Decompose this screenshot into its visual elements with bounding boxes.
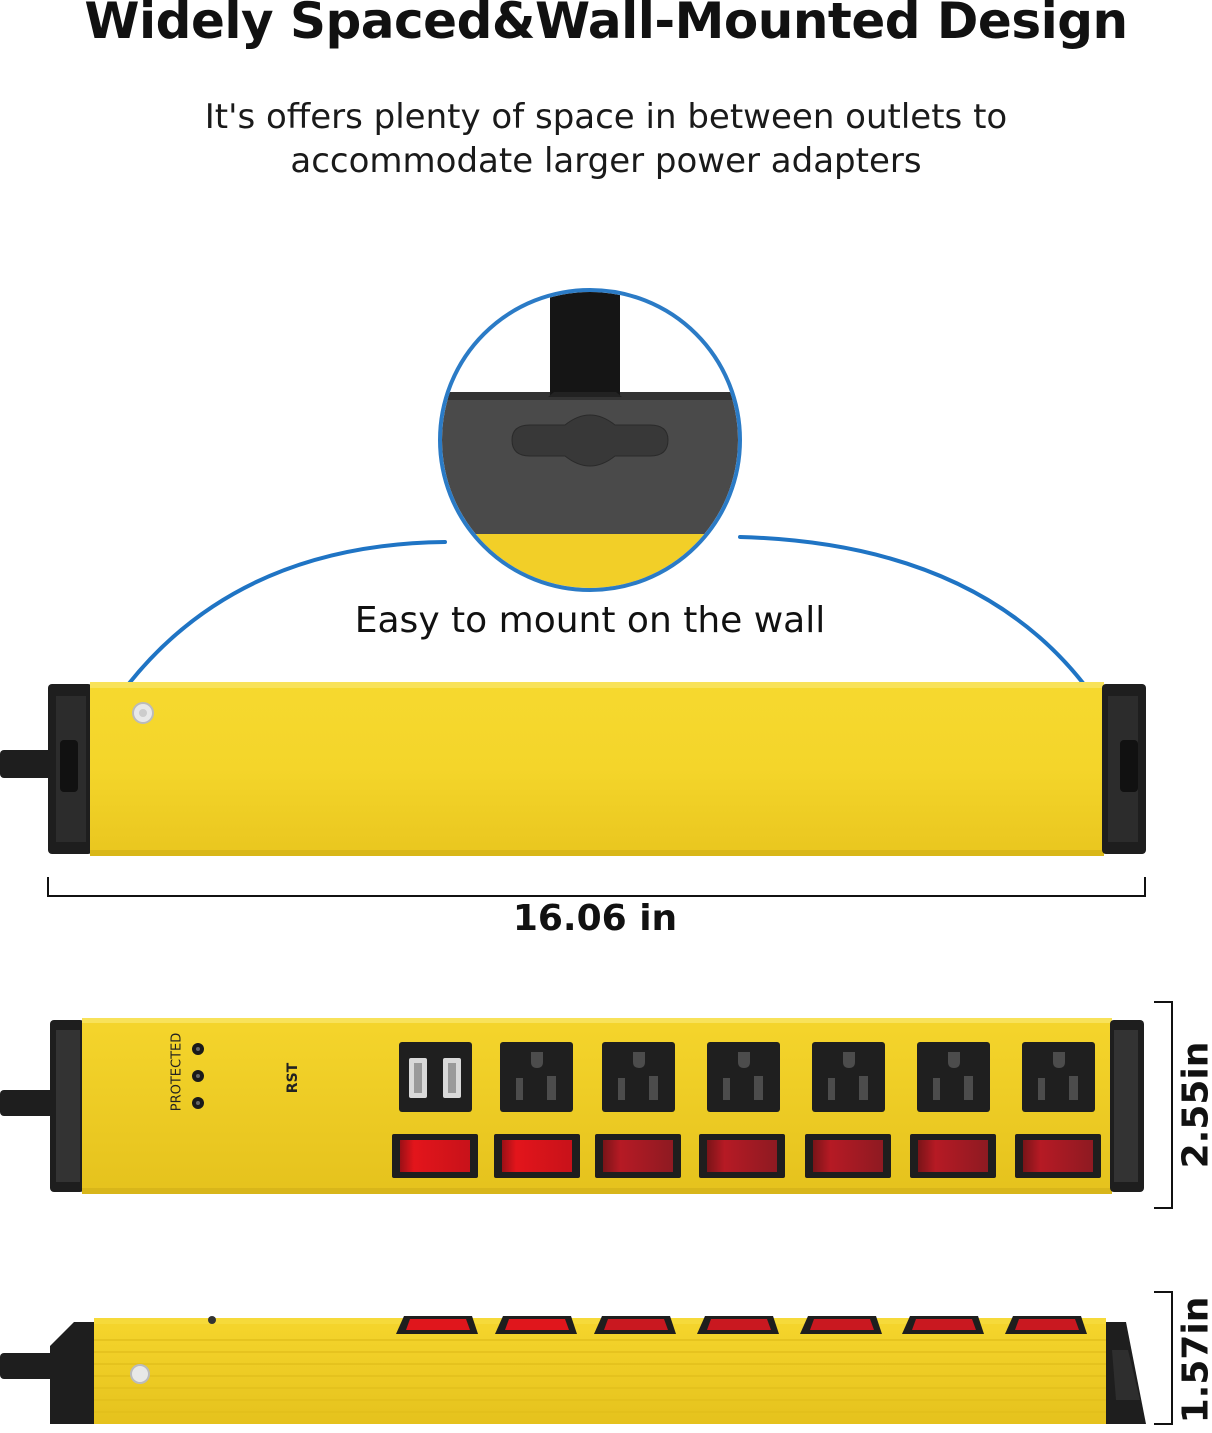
switch-2 xyxy=(494,1134,580,1178)
page-title: Widely Spaced&Wall-Mounted Design xyxy=(84,0,1128,50)
top-switch-3 xyxy=(594,1316,676,1334)
height-dimension-line xyxy=(1154,1001,1173,1209)
switch-7 xyxy=(1015,1134,1101,1178)
outlet-1 xyxy=(500,1042,573,1112)
strip-back-view xyxy=(0,682,1146,856)
outlet-4 xyxy=(812,1042,885,1112)
depth-dimension-line xyxy=(1154,1291,1173,1425)
top-switch-6 xyxy=(902,1316,984,1334)
protected-label: PROTECTED xyxy=(169,1032,185,1112)
subtitle-line-2: accommodate larger power adapters xyxy=(290,141,922,181)
switch-3 xyxy=(595,1134,681,1178)
switch-6 xyxy=(910,1134,996,1178)
depth-label: 1.57in xyxy=(1175,1296,1212,1424)
length-label: 16.06 in xyxy=(512,898,678,939)
outlet-6 xyxy=(1022,1042,1095,1112)
switch-4 xyxy=(699,1134,785,1178)
top-switch-2 xyxy=(495,1316,577,1334)
usb-module xyxy=(399,1042,472,1112)
top-switch-4 xyxy=(697,1316,779,1334)
top-switch-7 xyxy=(1005,1316,1087,1334)
top-switch-5 xyxy=(800,1316,882,1334)
top-switch-1 xyxy=(396,1316,478,1334)
mount-caption: Easy to mount on the wall xyxy=(354,600,826,641)
outlet-5 xyxy=(917,1042,990,1112)
page-subtitle: It's offers plenty of space in between o… xyxy=(0,95,1212,183)
outlet-3 xyxy=(707,1042,780,1112)
height-label: 2.55in xyxy=(1175,1041,1212,1169)
switch-5 xyxy=(805,1134,891,1178)
outlet-2 xyxy=(602,1042,675,1112)
switch-1 xyxy=(392,1134,478,1178)
subtitle-line-1: It's offers plenty of space in between o… xyxy=(204,97,1008,137)
length-dimension-line xyxy=(47,877,1146,897)
brand-logo: RST xyxy=(285,1062,301,1094)
zoom-detail-circle xyxy=(438,288,742,592)
